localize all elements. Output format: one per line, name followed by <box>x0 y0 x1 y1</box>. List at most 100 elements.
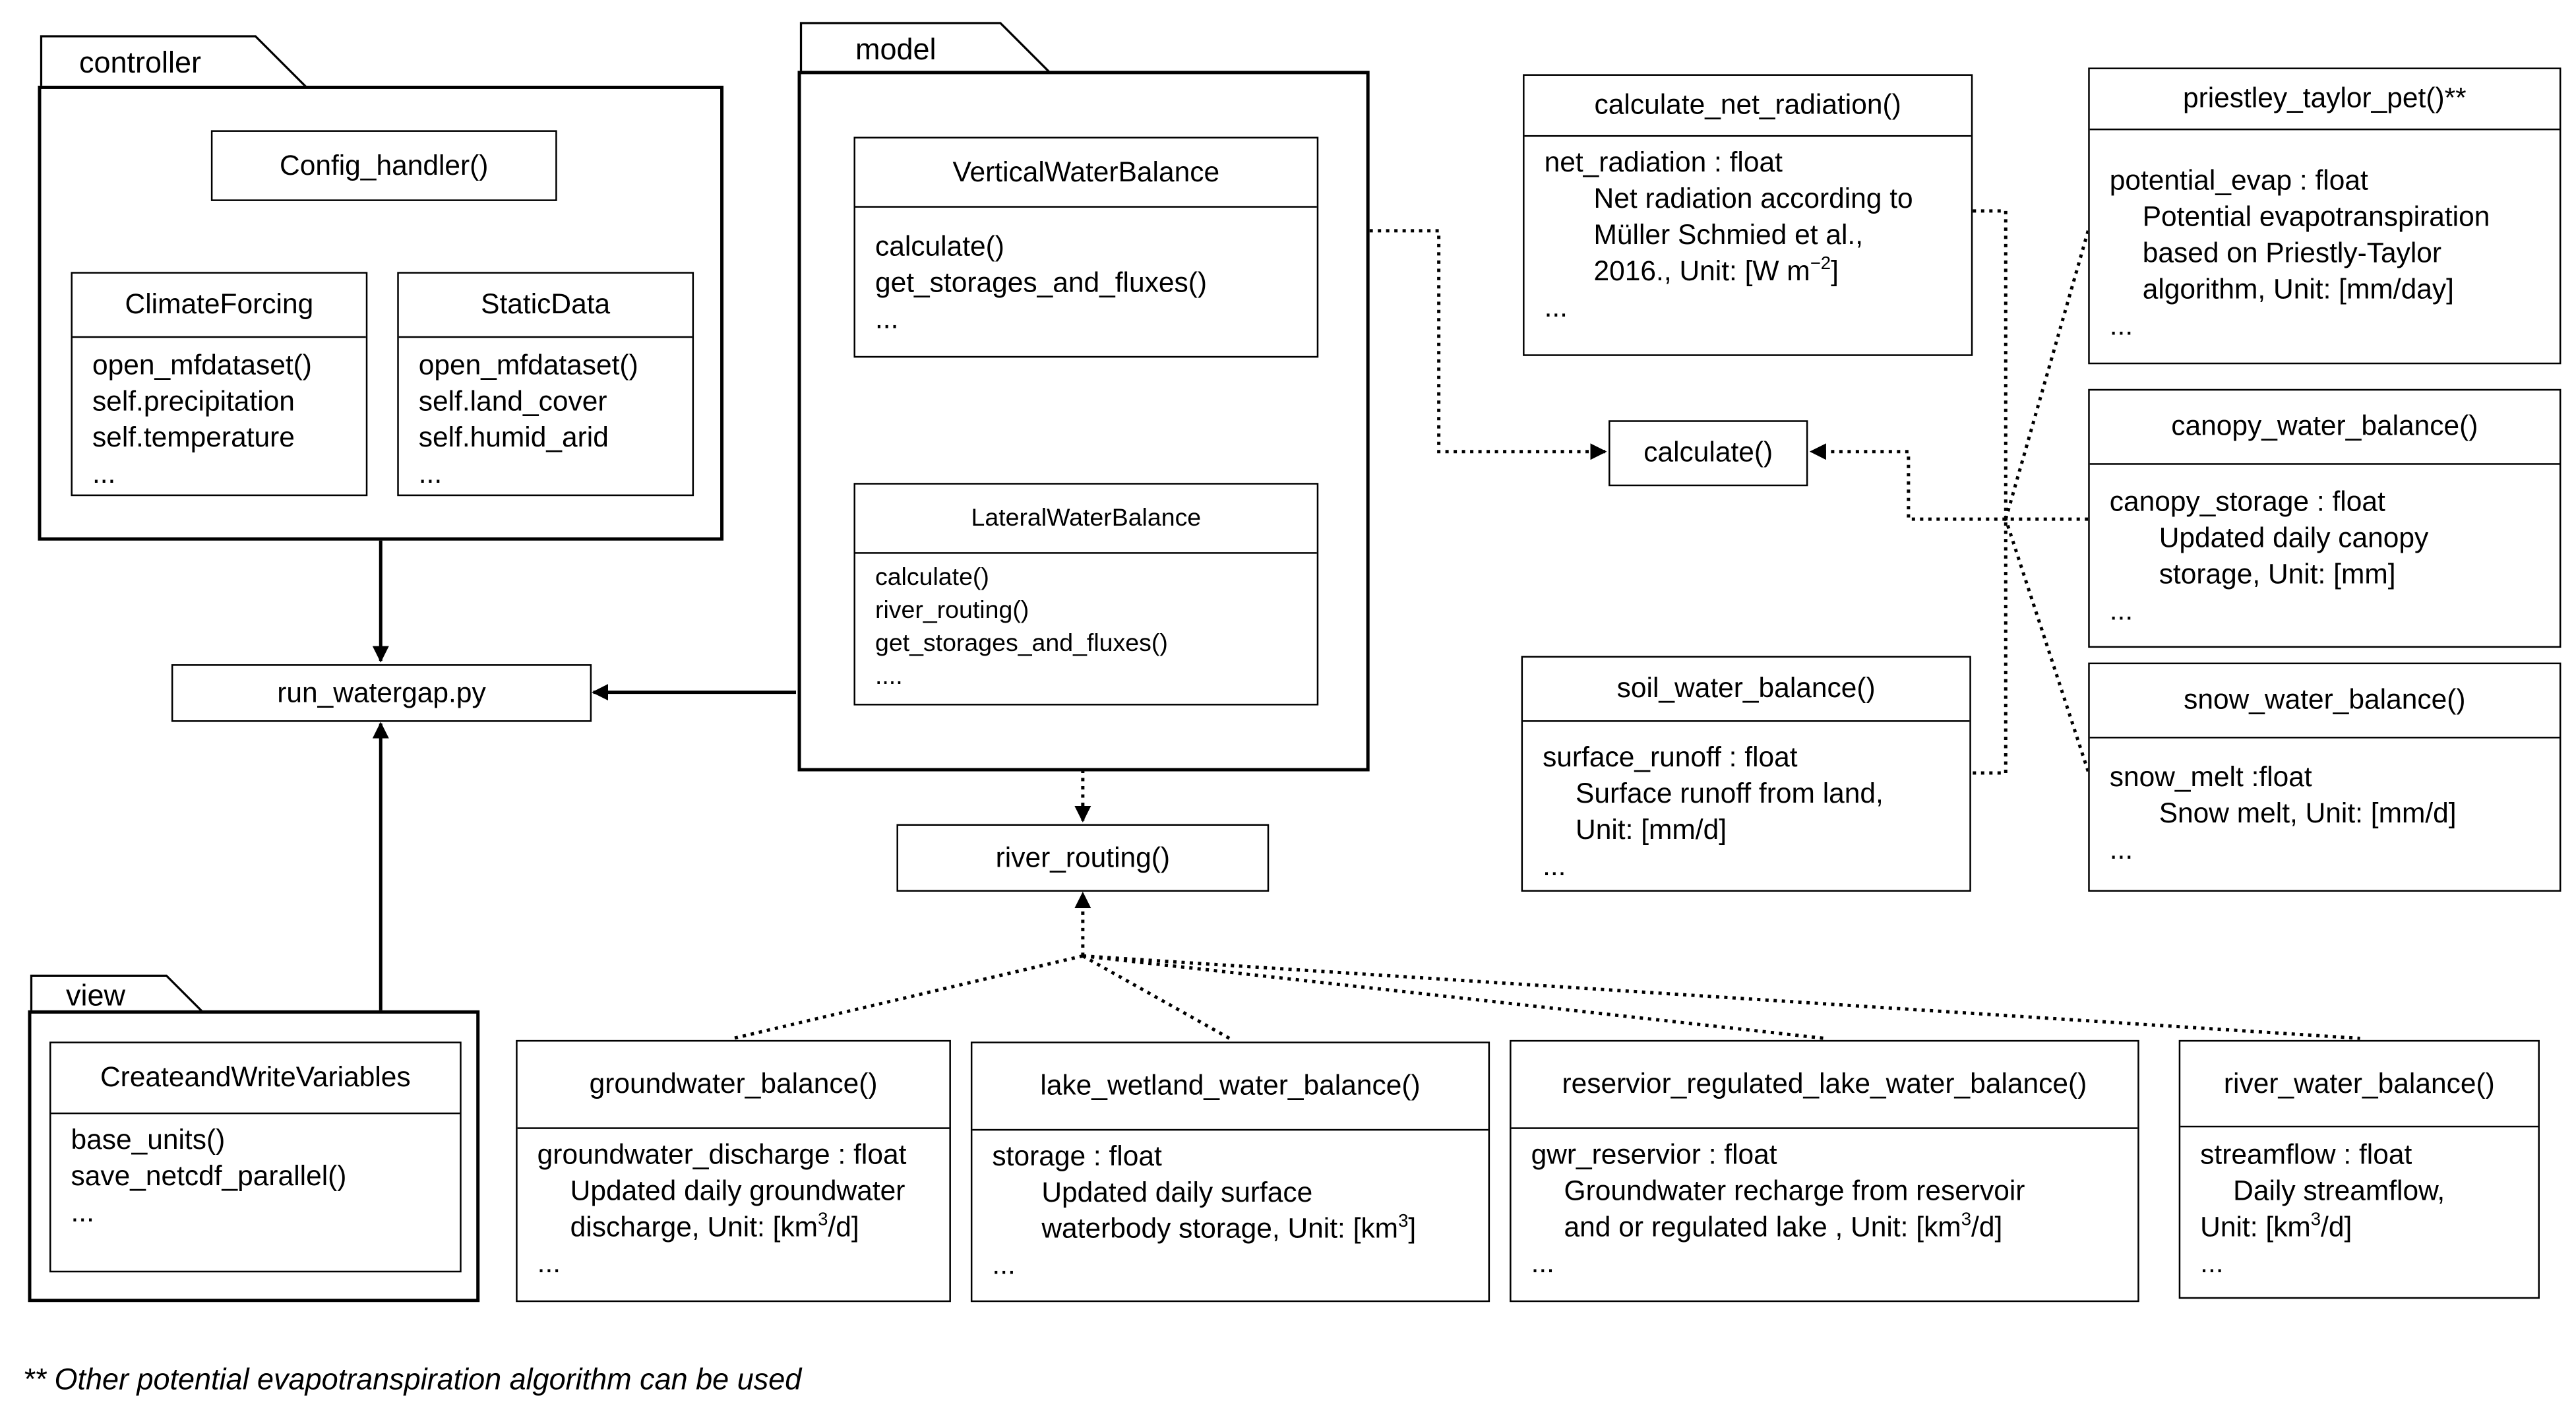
desc-text: waterbody storage, Unit: [km <box>1041 1213 1399 1245</box>
run-watergap-box: run_watergap.py <box>171 664 592 722</box>
desc-line: waterbody storage, Unit: [km3] <box>992 1212 1478 1248</box>
ellipsis: ... <box>2109 595 2133 627</box>
desc-text: /d] <box>2321 1211 2352 1243</box>
desc-line: Surface runoff from land, <box>1576 778 1884 810</box>
soil-class: soil_water_balance() surface_runoff : fl… <box>1521 656 1971 892</box>
model-tab: model <box>799 22 1053 75</box>
member-line: ... <box>418 458 443 490</box>
controller-package-label: controller <box>78 46 201 79</box>
static-data-title: StaticData <box>398 274 692 338</box>
climate-forcing-members: open_mfdataset() self.precipitation self… <box>92 348 356 493</box>
processes-to-calculate-link <box>1809 443 2089 521</box>
river-routing-box: river_routing() <box>896 824 1270 892</box>
reservoir-title: reservior_regulated_lake_water_balance() <box>1511 1041 2138 1129</box>
soil-title: soil_water_balance() <box>1523 658 1970 722</box>
calculate-box: calculate() <box>1609 420 1808 487</box>
desc-line: based on Priestly-Taylor <box>2142 237 2442 269</box>
member-line: .... <box>874 662 903 691</box>
priestley-link <box>2004 230 2090 520</box>
desc-line: Daily streamflow, <box>2233 1175 2445 1207</box>
desc-line: Updated daily canopy <box>2159 522 2429 554</box>
create-write-title: CreateandWriteVariables <box>51 1043 460 1115</box>
field-line: surface_runoff : float <box>1543 741 1798 774</box>
field-line: canopy_storage : float <box>2109 486 2385 518</box>
create-write-members: base_units() save_netcdf_parallel() ... <box>71 1123 450 1231</box>
run-watergap-label: run_watergap.py <box>277 676 486 708</box>
net-radiation-link <box>1973 209 2008 520</box>
desc-text: discharge, Unit: [km <box>570 1211 818 1243</box>
member-line: self.precipitation <box>92 385 295 417</box>
field-line: streamflow : float <box>2200 1138 2412 1171</box>
river-title: river_water_balance() <box>2180 1041 2538 1128</box>
member-line: self.humid_arid <box>418 421 609 454</box>
desc-line: Potential evapotranspiration <box>2142 200 2490 233</box>
river-routing-label: river_routing() <box>995 841 1171 873</box>
desc-line: Snow melt, Unit: [mm/d] <box>2159 797 2457 829</box>
snow-class: snow_water_balance() snow_melt :float Sn… <box>2088 662 2561 892</box>
view-package-label: view <box>65 979 125 1012</box>
member-line: base_units() <box>71 1124 226 1156</box>
desc-line: Updated daily groundwater <box>570 1175 905 1207</box>
field-line: potential_evap : float <box>2109 164 2368 197</box>
desc-line: algorithm, Unit: [mm/day] <box>2142 273 2454 305</box>
footnote: ** Other potential evapotranspiration al… <box>22 1363 802 1396</box>
unit-superscript: 3 <box>1961 1210 1972 1231</box>
member-line: ... <box>71 1196 94 1228</box>
priestley-members: potential_evap : float Potential evapotr… <box>2110 163 2550 344</box>
field-line: snow_melt :float <box>2109 761 2312 793</box>
member-line: get_storages_and_fluxes() <box>874 629 1168 658</box>
desc-line: Updated daily surface <box>1041 1177 1313 1208</box>
static-data-class: StaticData open_mfdataset() self.land_co… <box>397 272 694 497</box>
desc-line: 2016., Unit: [W m−2] <box>1545 254 1961 290</box>
ellipsis: ... <box>1543 850 1566 882</box>
controller-tab: controller <box>40 35 309 88</box>
ellipsis: ... <box>2109 309 2133 342</box>
net-radiation-members: net_radiation : float Net radiation acco… <box>1545 145 1961 326</box>
desc-line: Unit: [km3/d] <box>2200 1210 2528 1246</box>
groundwater-link <box>733 954 1084 1040</box>
lateral-title: LateralWaterBalance <box>855 485 1317 554</box>
net-radiation-title: calculate_net_radiation() <box>1524 76 1971 137</box>
groundwater-members: groundwater_discharge : float Updated da… <box>537 1137 940 1282</box>
lake-members: storage : float Updated daily surface wa… <box>992 1139 1478 1284</box>
member-line: self.land_cover <box>418 385 607 417</box>
reservoir-link <box>1082 954 1825 1040</box>
member-line: open_mfdataset() <box>92 349 312 381</box>
desc-line: Unit: [mm/d] <box>1576 814 1727 846</box>
member-line: ... <box>92 458 116 490</box>
snow-title: snow_water_balance() <box>2089 664 2560 739</box>
model-package: VerticalWaterBalance calculate() get_sto… <box>797 71 1370 772</box>
unit-superscript: 3 <box>2310 1210 2321 1231</box>
model-to-calculate-link <box>1369 229 1607 460</box>
vertical-title: VerticalWaterBalance <box>855 139 1317 208</box>
static-data-members: open_mfdataset() self.land_cover self.hu… <box>419 348 683 493</box>
create-write-class: CreateandWriteVariables base_units() sav… <box>49 1041 462 1273</box>
ellipsis: ... <box>1531 1247 1554 1279</box>
unit-superscript: 3 <box>1398 1212 1409 1232</box>
config-handler-box: Config_handler() <box>210 130 557 201</box>
unit-superscript: −2 <box>1810 254 1831 274</box>
lateral-members: calculate() river_routing() get_storages… <box>875 562 1307 694</box>
desc-line: Groundwater recharge from reservoir <box>1564 1175 2025 1207</box>
member-line: river_routing() <box>874 596 1029 625</box>
unit-superscript: 3 <box>818 1210 828 1231</box>
river-water-balance-class: river_water_balance() streamflow : float… <box>2178 1039 2540 1299</box>
model-package-label: model <box>855 32 936 66</box>
member-line: calculate() <box>874 230 1004 262</box>
view-tab: view <box>30 974 206 1015</box>
net-radiation-class: calculate_net_radiation() net_radiation … <box>1523 74 1973 356</box>
desc-text: ] <box>1831 255 1839 287</box>
view-package: CreateandWriteVariables base_units() sav… <box>28 1010 480 1303</box>
calculate-label: calculate() <box>1643 437 1773 468</box>
field-line: storage : float <box>992 1140 1162 1172</box>
desc-text: 2016., Unit: [W m <box>1593 255 1810 287</box>
ellipsis: ... <box>2200 1247 2224 1279</box>
ellipsis: ... <box>1544 292 1568 323</box>
river-members: streamflow : float Daily streamflow, Uni… <box>2200 1137 2528 1282</box>
member-line: calculate() <box>874 563 989 592</box>
member-line: open_mfdataset() <box>418 349 638 381</box>
lake-link <box>1082 954 1231 1040</box>
field-line: gwr_reservior : float <box>1531 1138 1777 1171</box>
vertical-members: calculate() get_storages_and_fluxes() ..… <box>875 229 1307 338</box>
